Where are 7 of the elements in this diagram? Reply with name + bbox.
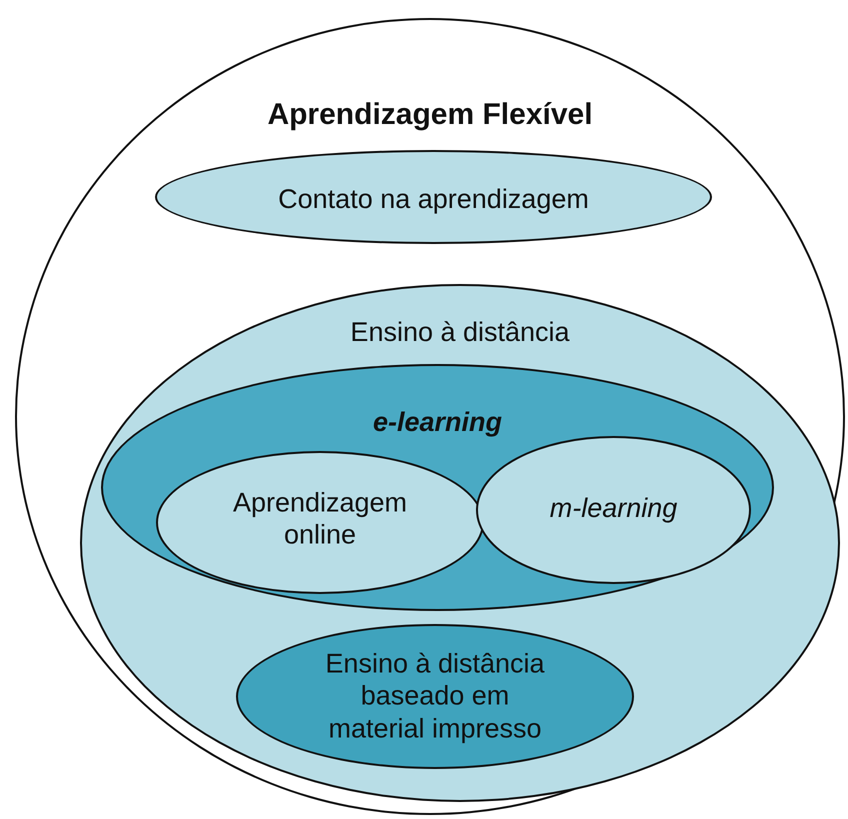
- region-label: Ensino à distância baseado em material impresso: [324, 647, 546, 745]
- region-label: Contato na aprendizagem: [278, 182, 589, 216]
- region-label: Ensino à distância: [350, 316, 570, 348]
- region-label: m-learning: [550, 492, 678, 524]
- region-label: Aprendizagem Flexível: [267, 97, 593, 133]
- region-label: Aprendizagem online: [232, 486, 408, 552]
- region-label: e-learning: [372, 406, 502, 438]
